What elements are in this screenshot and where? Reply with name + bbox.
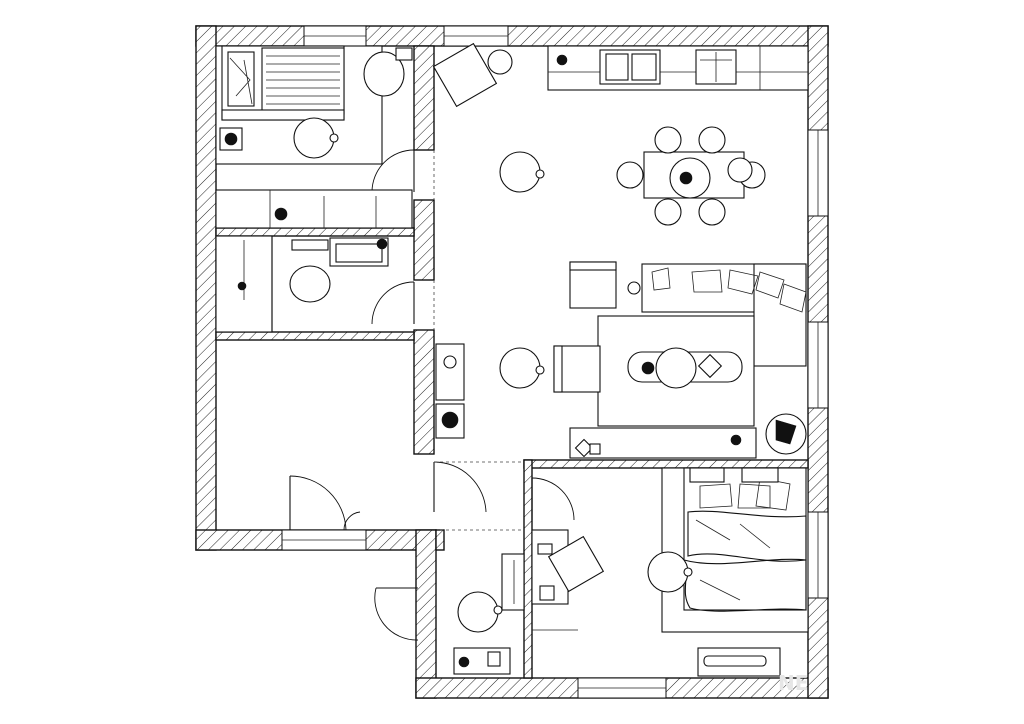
sink-icon [329,237,389,267]
shower-icon [215,235,273,333]
wardrobe-icon [215,189,413,229]
kitchen-counter-icon [547,45,809,91]
entrance-door-icon [374,587,419,641]
armchair-icon [569,261,617,309]
coffee-table-icon [627,347,743,389]
empty-room [216,340,414,530]
stool-icon [499,151,545,193]
desk-chair-icon [363,47,413,97]
room-icon [216,340,414,530]
stool-icon [457,591,503,633]
door-icon [531,477,575,521]
master-bedroom [531,467,809,677]
stool-icon [499,347,545,389]
shoe-cabinet-icon [501,553,525,611]
hallway [453,553,525,675]
bed-icon [221,45,345,121]
door-icon [371,149,415,193]
sideboard-icon [569,427,757,459]
plant-icon [435,403,465,439]
door-icon [371,281,415,325]
living-kitchen [432,42,809,459]
doors [289,149,575,641]
dining-table-icon [616,126,766,226]
plant-icon [219,127,243,151]
door-icon [289,475,361,531]
door-icon [433,461,487,513]
windows [281,25,829,699]
stool-icon [293,117,339,159]
interior-walls [215,45,809,679]
armchair-icon [432,42,513,108]
bedroom-1 [215,45,413,229]
bathroom [215,235,389,333]
toilet-icon [289,239,331,303]
column [435,343,465,401]
bench-icon [453,647,511,675]
sofa-icon [627,263,807,367]
dresser-icon [697,647,781,677]
watermark: NE [778,671,808,695]
armchair-icon [553,345,601,393]
bed-icon [683,467,807,612]
armchair-icon [547,535,605,593]
plant-icon [765,413,807,455]
stool-icon [647,551,693,593]
